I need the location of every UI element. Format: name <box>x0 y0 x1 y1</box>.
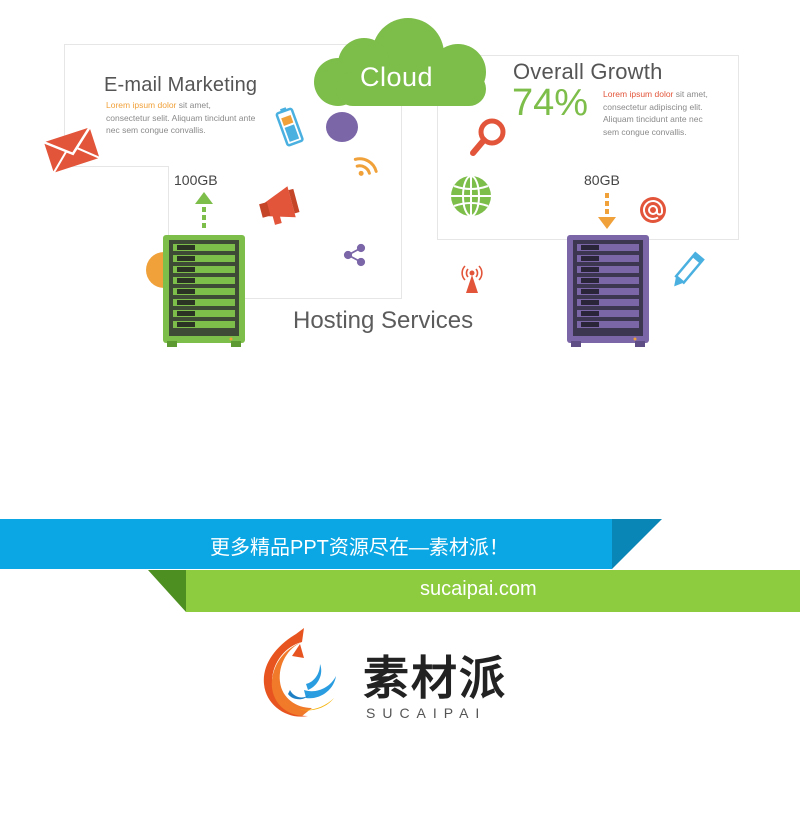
right-server-capacity: 80GB <box>584 172 620 188</box>
cloud-icon <box>314 18 486 106</box>
growth-lorem-line3: Aliquam tincidunt ante nec <box>603 114 703 124</box>
antenna-icon <box>461 265 483 293</box>
magnifier-icon <box>470 118 506 156</box>
promo-band-fold <box>612 519 662 569</box>
envelope-icon <box>43 126 100 174</box>
battery-icon <box>275 107 304 147</box>
email-lorem-line1: sit amet, <box>176 100 211 110</box>
megaphone-icon <box>259 186 300 225</box>
url-band-fold <box>148 570 186 612</box>
sucaipai-fox-logo-icon <box>263 628 336 717</box>
logo-name-cn: 素材派 <box>363 651 507 705</box>
logo-name-en: SUCAIPAI <box>366 705 487 721</box>
promo-text: 更多精品PPT资源尽在—素材派！ <box>210 537 509 559</box>
email-frame-left-bottom <box>64 166 169 167</box>
email-title: E-mail Marketing <box>104 74 258 96</box>
hosting-title: Hosting Services <box>293 307 474 334</box>
globe-icon <box>451 175 491 217</box>
growth-lorem-highlight: Lorem ipsum dolor <box>603 89 674 99</box>
promo-band <box>0 519 612 569</box>
email-frame-lower <box>168 166 402 299</box>
right-server-rack-icon <box>567 235 649 347</box>
purple-dot-icon <box>326 112 358 142</box>
growth-description: Lorem ipsum dolor sit amet, consectetur … <box>603 88 743 138</box>
cloud-label: Cloud <box>360 62 434 92</box>
growth-percent: 74% <box>512 82 589 124</box>
growth-title: Overall Growth <box>513 59 663 84</box>
growth-lorem-line2: consectetur adipiscing elit. <box>603 101 703 112</box>
email-lorem-highlight: Lorem ipsum dolor <box>106 100 177 110</box>
left-server-capacity: 100GB <box>174 172 218 188</box>
upload-arrow-icon <box>195 192 213 228</box>
growth-lorem-line1: sit amet, <box>673 89 708 99</box>
email-description: Lorem ipsum dolor sit amet, consectetur … <box>106 99 306 137</box>
wifi-icon <box>353 157 378 176</box>
share-icon <box>343 243 366 267</box>
url-band[interactable] <box>186 570 800 612</box>
left-server-rack-icon <box>163 235 245 347</box>
email-lorem-line2: consectetur selit. Aliquam tincidunt ant… <box>106 112 256 123</box>
download-arrow-icon <box>598 193 616 229</box>
email-lorem-line3: nec sem congue convallis. <box>106 125 206 135</box>
at-sign-icon <box>640 197 666 223</box>
url-link[interactable]: sucaipai.com <box>420 578 537 600</box>
growth-lorem-line4: sem congue convallis. <box>603 126 687 137</box>
pencil-icon <box>674 251 705 287</box>
